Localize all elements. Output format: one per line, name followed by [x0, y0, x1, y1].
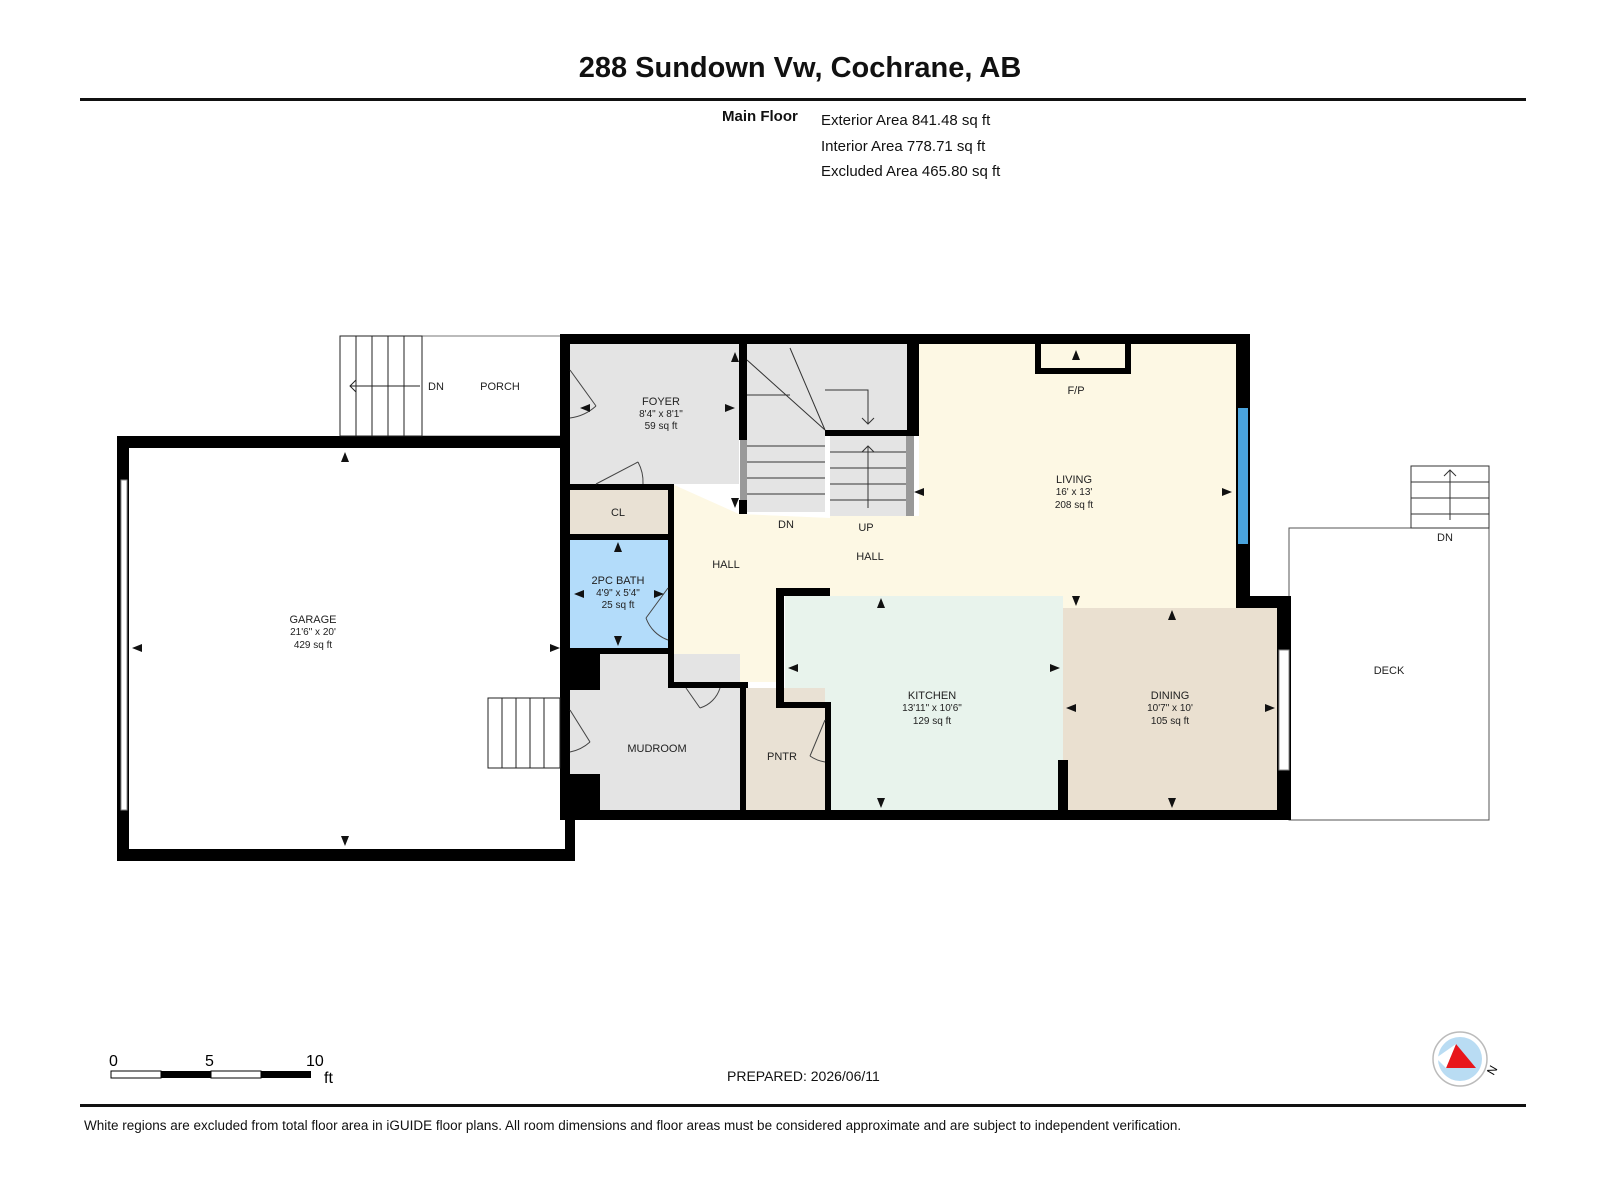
- bath-area: 25 sq ft: [602, 600, 635, 611]
- stair-down-label: DN: [778, 519, 794, 531]
- dining-area: 105 sq ft: [1151, 716, 1190, 727]
- living-window: [1238, 408, 1248, 544]
- deck-label: DECK: [1374, 665, 1405, 677]
- stair-up-label: UP: [858, 522, 873, 534]
- area-summary: Exterior Area 841.48 sq ft Interior Area…: [821, 108, 1000, 185]
- scale-tick-5: 5: [205, 1053, 214, 1070]
- hall-left-floor: [672, 484, 830, 682]
- fireplace-label: F/P: [1067, 385, 1084, 397]
- bath-floor: [570, 540, 668, 648]
- foyer-area: 59 sq ft: [645, 421, 678, 432]
- interior-area: Interior Area 778.71 sq ft: [821, 137, 986, 155]
- dining-floor: [1063, 608, 1279, 811]
- north-compass-icon: N: [1432, 1031, 1500, 1087]
- dining-name: DINING: [1151, 690, 1190, 702]
- header-rule: [80, 98, 1526, 101]
- deck-stairs: [1410, 465, 1490, 529]
- garage-door: [120, 479, 128, 811]
- scale-tick-0: 0: [109, 1053, 118, 1070]
- garage-name: GARAGE: [289, 614, 336, 626]
- page-title: 288 Sundown Vw, Cochrane, AB: [578, 52, 1022, 84]
- stair-down-floor: [747, 430, 825, 512]
- deck-stair-label: DN: [1437, 532, 1453, 544]
- prepared-date: PREPARED: 2026/06/11: [727, 1068, 880, 1084]
- scale-tick-10: 10: [306, 1053, 324, 1070]
- kitchen-name: KITCHEN: [908, 690, 956, 702]
- footer-rule: [80, 1104, 1526, 1107]
- basement-stairs: [740, 347, 875, 500]
- stair-landing-floor: [747, 344, 907, 430]
- garage-stairs: [487, 697, 561, 769]
- living-floor: [830, 344, 1236, 608]
- pantry-floor: [745, 688, 825, 811]
- garage-dims: 21'6" x 20': [290, 627, 336, 638]
- hall-right-label: HALL: [856, 551, 884, 563]
- porch-stair-label: DN: [428, 381, 444, 393]
- living-area: 208 sq ft: [1055, 500, 1094, 511]
- pantry-label: PNTR: [767, 751, 797, 763]
- porch-label: PORCH: [480, 381, 520, 393]
- bath-name: 2PC BATH: [592, 575, 645, 587]
- foyer-floor: [567, 344, 739, 484]
- kitchen-area: 129 sq ft: [913, 716, 952, 727]
- door-swings: [569, 369, 826, 763]
- scale-unit: ft: [324, 1070, 333, 1087]
- closet-floor: [570, 490, 668, 534]
- scale-bar: 0 5 10 ft: [109, 1053, 333, 1087]
- living-dims: 16' x 13': [1056, 487, 1093, 498]
- floor-name: Main Floor: [722, 108, 798, 125]
- dining-dims: 10'7" x 10': [1147, 703, 1193, 714]
- dining-patio-door: [1278, 649, 1290, 771]
- exterior-area: Exterior Area 841.48 sq ft: [821, 112, 991, 129]
- closet-label: CL: [611, 507, 625, 519]
- porch-stairs: [339, 335, 423, 437]
- disclaimer-text: White regions are excluded from total fl…: [84, 1118, 1182, 1133]
- foyer-dims: 8'4" x 8'1": [639, 409, 683, 420]
- upper-stairs: [830, 436, 914, 516]
- bath-dims: 4'9" x 5'4": [596, 588, 640, 599]
- living-name: LIVING: [1056, 474, 1092, 486]
- excluded-area: Excluded Area 465.80 sq ft: [821, 163, 1001, 180]
- kitchen-floor: [785, 596, 1063, 811]
- hall-left-label: HALL: [712, 559, 740, 571]
- mudroom-label: MUDROOM: [627, 743, 686, 755]
- compass-north-label: N: [1484, 1063, 1500, 1078]
- garage-area: 429 sq ft: [294, 640, 333, 651]
- foyer-name: FOYER: [642, 396, 680, 408]
- kitchen-dims: 13'11" x 10'6": [902, 703, 962, 714]
- dimension-markers: [132, 350, 1275, 846]
- room-labels: DN PORCH FOYER 8'4" x 8'1" 59 sq ft CL 2…: [289, 381, 1453, 763]
- interior-walls: [570, 344, 1131, 811]
